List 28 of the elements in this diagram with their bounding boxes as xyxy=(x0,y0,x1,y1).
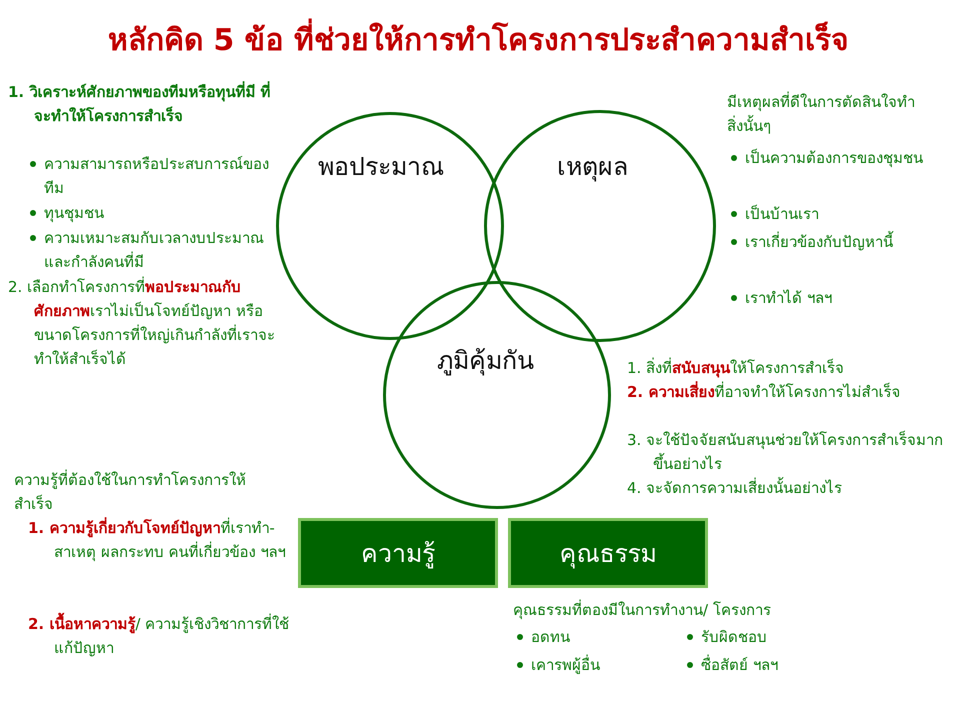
bullet-item: เป็นความต้องการของชุมชน xyxy=(745,149,923,167)
list-item: 2. เนื้อหาความรู้/ ความรู้เชิงวิชาการที่ใช้แก้ปัญหา xyxy=(28,612,304,660)
title: หลักคิด 5 ข้อ ที่ช่วยให้การทำโครงการประสำความสำเร็จ xyxy=(0,16,957,63)
circle-label: พอประมาณ xyxy=(318,151,444,183)
list-item: 2. ความเสี่ยงที่อาจทำให้โครงการไม่สำเร็จ xyxy=(627,380,902,403)
note-text: ความรู้ที่ต้องใช้ในการทำโครงการให้สำเร็จ xyxy=(14,468,247,515)
note-text: มีเหตุผลที่ดีในการตัดสินใจทำสิ่งนั้นๆ xyxy=(727,90,916,137)
bullet-item: เราเกี่ยวข้องกับปัญหานี้ xyxy=(745,233,893,251)
note-text: คุณธรรมที่ตองมีในการทำงาน/ โครงการ xyxy=(513,598,772,622)
bullet-item: เราทำได้ ฯลฯ xyxy=(745,289,832,307)
bullet-item: เคารพผู้อื่น xyxy=(531,656,600,674)
bullet-item: ความสามารถหรือประสบการณ์ของทีม xyxy=(44,155,269,197)
circle-label: ภูมิคุ้มกัน xyxy=(437,345,534,378)
list-item: 4. จะจัดการความเสี่ยงนั้นอย่างไร xyxy=(627,476,844,499)
bullet-item: เป็นบ้านเรา xyxy=(745,205,819,223)
list-item: 2. เลือกทำโครงการที่พอประมาณกับศักยภาพเราไม่เป็นโจทย์ปัญหา หรือขนาดโครงการที่ใหญ่เกินกำลังที่เราจะทำให้สำเร็จได้ xyxy=(8,276,276,370)
bullet-item: ซื่อสัตย์ ฯลฯ xyxy=(701,656,778,674)
concept-box: คุณธรรม xyxy=(508,518,708,588)
list-item: 1. สิ่งที่สนับสนุนให้โครงการสำเร็จ xyxy=(627,356,846,380)
list-item: 1. ความรู้เกี่ยวกับโจทย์ปัญหาที่เราทำ-สาเหตุ ผลกระทบ คนที่เกี่ยวข้อง ฯลฯ xyxy=(28,516,286,564)
bullet-item: ความเหมาะสมกับเวลางบประมาณ และกำลังคนที่มี xyxy=(44,229,264,271)
circle-label: เหตุผล xyxy=(557,151,628,184)
bullet-item: รับผิดชอบ xyxy=(701,628,767,646)
bullet-item: ทุนชุมชน xyxy=(44,204,104,222)
concept-box: ความรู้ xyxy=(298,518,498,588)
list-item: 3. จะใช้ปัจจัยสนับสนุนช่วยให้โครงการสำเร็จมากขึ้นอย่างไร xyxy=(627,430,944,475)
bullet-item: อดทน xyxy=(531,628,570,646)
list-item: 1. วิเคราะห์ศักยภาพของทีมหรือทุนที่มี ที่จะทำให้โครงการสำเร็จ xyxy=(8,80,272,127)
